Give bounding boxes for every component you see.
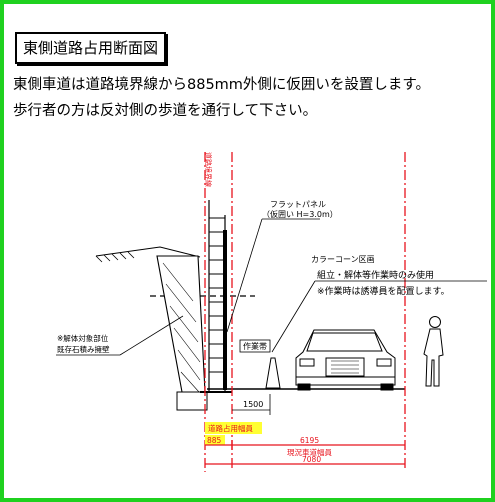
- cone-zone-label: カラーコーン区画: [311, 255, 375, 264]
- demolition-label: ※解体対象部位: [57, 333, 109, 343]
- notice-text: 東側車道は道路境界線から885mm外側に仮囲いを設置します。 歩行者の方は反対側…: [13, 72, 488, 124]
- work-zone-box: [239, 339, 271, 353]
- wall-leader: [119, 315, 184, 356]
- road-width-label: 現況車道幅員: [287, 447, 332, 457]
- cone-note-1: 組立・解体等作業時のみ使用: [317, 269, 434, 281]
- dim-885: 885: [207, 436, 222, 445]
- wall-hatching: [162, 262, 201, 393]
- wall-footing: [176, 391, 208, 411]
- ground-hatching: [95, 251, 135, 263]
- notice-line-1: 東側車道は道路境界線から885mm外側に仮囲いを設置します。: [13, 77, 430, 93]
- dim-885-highlight: [205, 435, 225, 445]
- dim-1500: 1500: [243, 400, 263, 409]
- scaffold-rungs: [209, 217, 225, 373]
- occupancy-label: 道路占用幅員: [208, 423, 253, 433]
- work-zone-label: 作業帯: [243, 341, 267, 351]
- page-title: 東側道路占用断面図: [15, 32, 167, 64]
- cone-note-2: ※作業時は誘導員を配置します。: [317, 285, 450, 297]
- flat-panel: [223, 230, 227, 390]
- occupancy-highlight: [205, 422, 262, 434]
- car-illustration: [295, 329, 396, 391]
- traffic-cone: [265, 357, 281, 389]
- cone-leader: [271, 280, 316, 353]
- boundary-label: 道路境界線: [204, 152, 213, 187]
- wall-label: 既存石積み擁壁: [57, 344, 110, 354]
- pedestrian-illustration: [423, 316, 444, 387]
- panel-label-2: （仮囲い H=3.0m）: [262, 209, 338, 219]
- panel-label-1: フラットパネル: [270, 200, 326, 209]
- dim-7080: 7080: [302, 455, 321, 464]
- panel-leader: [226, 218, 263, 333]
- retaining-wall: [156, 255, 206, 393]
- ground-line-left: [95, 246, 201, 258]
- notice-line-2: 歩行者の方は反対側の歩道を通行して下さい。: [13, 103, 318, 119]
- dim-6195: 6195: [300, 436, 319, 445]
